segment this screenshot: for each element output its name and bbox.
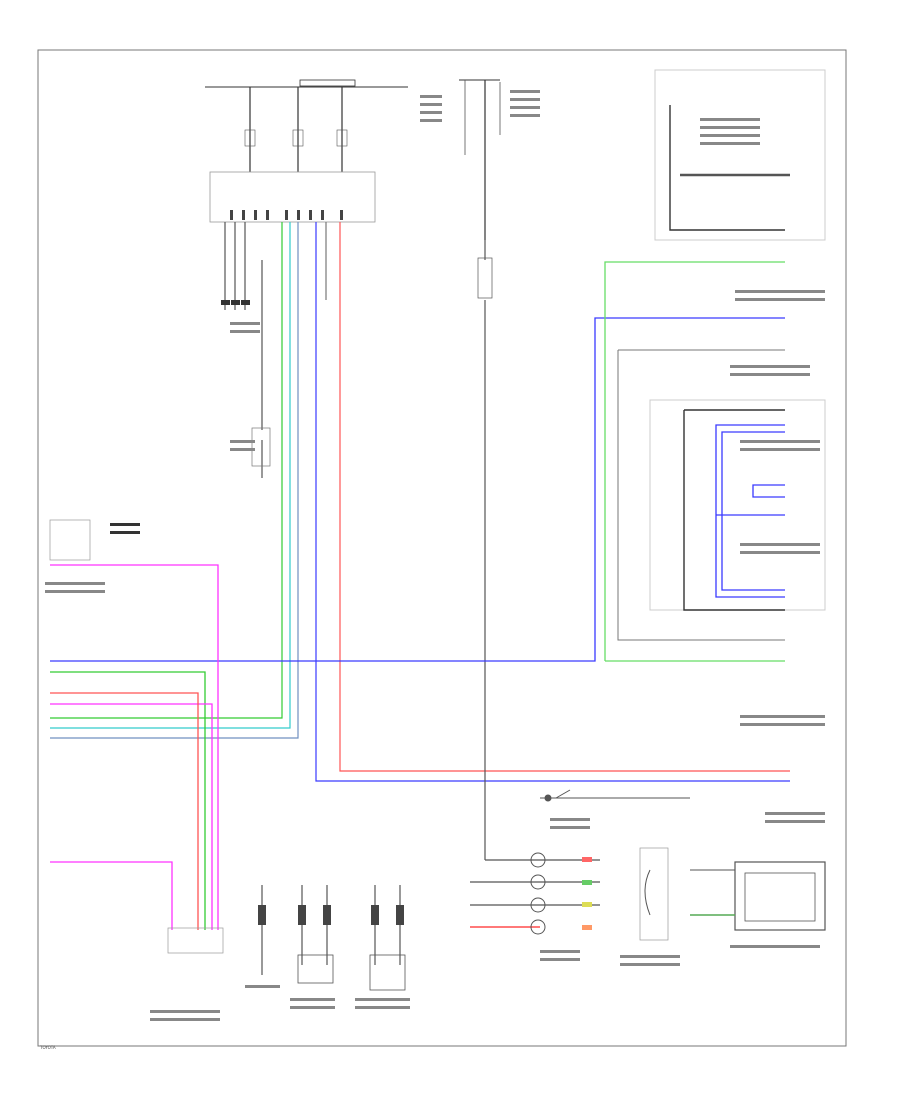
steering-assembly — [470, 847, 826, 941]
ground-icon — [221, 300, 250, 305]
bottom-left-components — [167, 885, 406, 991]
connector-icon — [230, 210, 343, 220]
label-marks — [45, 90, 825, 1021]
switch-icon — [540, 789, 690, 802]
fuse-icon — [244, 129, 348, 147]
bottom-connector-pins — [258, 905, 404, 925]
right-component-frames — [617, 69, 826, 641]
junction-connector — [477, 257, 493, 299]
diagram-border — [37, 49, 847, 1047]
ground-wires-left — [224, 222, 263, 478]
signal-wires — [50, 222, 790, 782]
sub-component — [251, 427, 271, 467]
relay-box — [209, 171, 376, 223]
power-supply-top — [205, 79, 501, 240]
right-blue-loops — [715, 424, 785, 598]
page-marker: TOYOTA — [39, 1045, 56, 1050]
ecu-block-left — [49, 519, 91, 561]
right-wires — [50, 261, 785, 930]
left-pin-labels — [110, 523, 140, 534]
